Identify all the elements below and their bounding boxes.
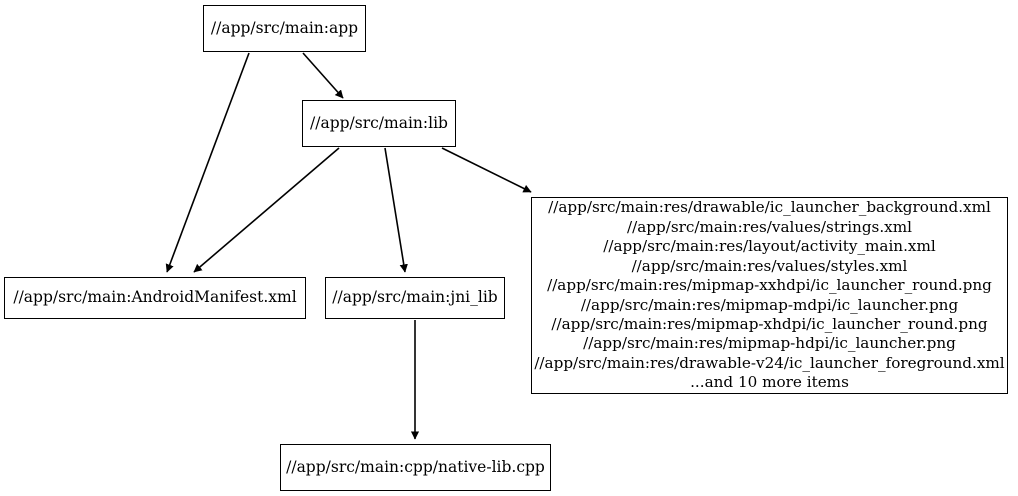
resource-line: //app/src/main:res/layout/activity_main.… — [603, 237, 936, 256]
node-native-lib-cpp-label: //app/src/main:cpp/native-lib.cpp — [286, 457, 545, 476]
node-app-label: //app/src/main:app — [210, 18, 359, 37]
resource-line: //app/src/main:res/values/strings.xml — [626, 217, 913, 236]
resource-line: //app/src/main:res/mipmap-xxhdpi/ic_laun… — [547, 276, 992, 295]
resource-line: //app/src/main:res/mipmap-mdpi/ic_launch… — [580, 295, 959, 314]
node-lib[interactable]: //app/src/main:lib — [302, 100, 456, 147]
resource-line: ...and 10 more items — [690, 373, 849, 392]
edge-lib-to-resources — [441, 147, 532, 193]
node-jni-lib[interactable]: //app/src/main:jni_lib — [325, 277, 505, 319]
resource-line: //app/src/main:res/drawable-v24/ic_launc… — [534, 353, 1005, 372]
node-android-manifest-label: //app/src/main:AndroidManifest.xml — [13, 288, 297, 307]
node-native-lib-cpp[interactable]: //app/src/main:cpp/native-lib.cpp — [280, 444, 551, 491]
resource-line: //app/src/main:res/values/styles.xml — [631, 256, 908, 275]
edge-lib-to-jni-lib — [384, 147, 408, 273]
edge-lib-to-manifest — [193, 147, 340, 273]
node-jni-lib-label: //app/src/main:jni_lib — [332, 288, 498, 307]
resource-line: //app/src/main:res/drawable/ic_launcher_… — [548, 198, 991, 217]
resource-line: //app/src/main:res/mipmap-xhdpi/ic_launc… — [551, 314, 988, 333]
node-resources-cluster[interactable]: //app/src/main:res/drawable/ic_launcher_… — [531, 197, 1008, 394]
node-android-manifest[interactable]: //app/src/main:AndroidManifest.xml — [4, 277, 306, 319]
node-lib-label: //app/src/main:lib — [310, 113, 448, 132]
node-resources-cluster-lines: //app/src/main:res/drawable/ic_launcher_… — [534, 198, 1004, 392]
resource-line: //app/src/main:res/mipmap-hdpi/ic_launch… — [583, 334, 956, 353]
node-app[interactable]: //app/src/main:app — [203, 5, 366, 52]
edge-app-to-manifest — [165, 52, 250, 273]
edge-app-to-lib — [302, 52, 344, 99]
